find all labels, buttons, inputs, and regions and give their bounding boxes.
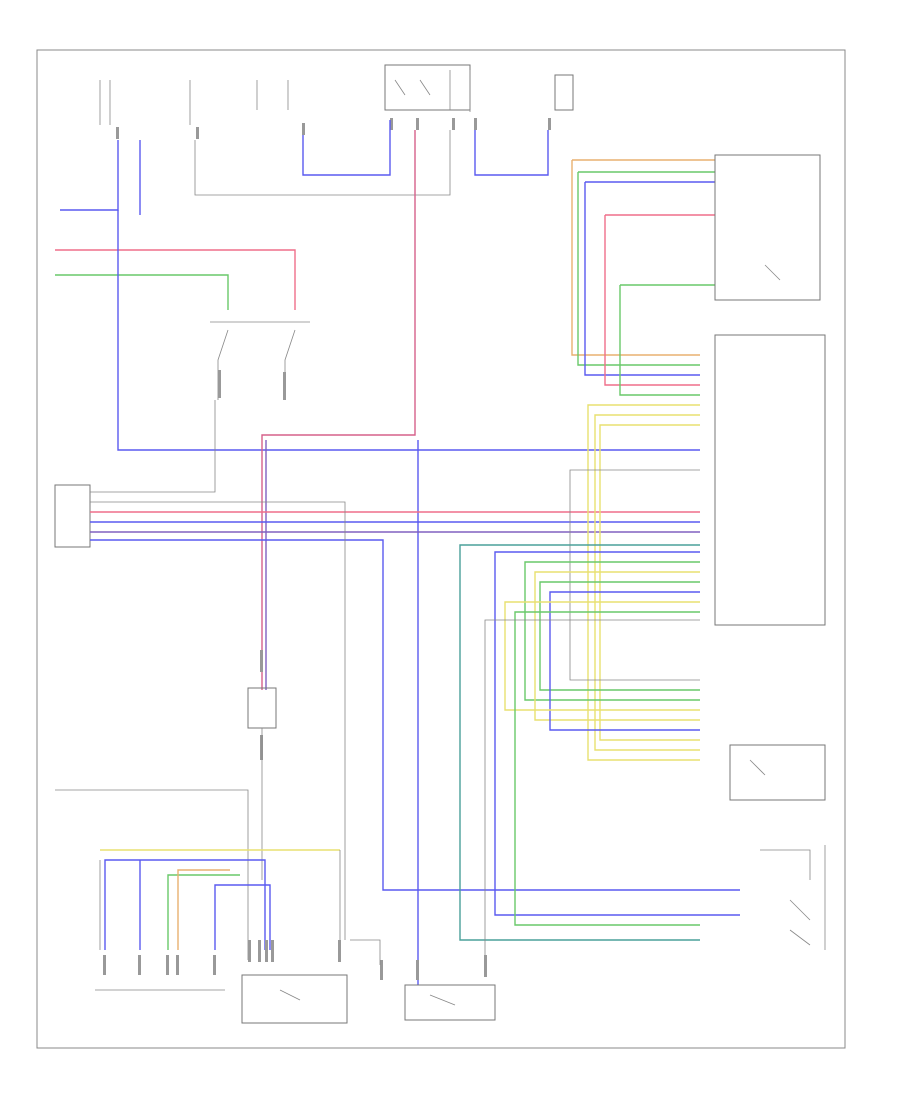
- top-right-connector: [554, 74, 574, 111]
- top-fuse-block: [99, 64, 574, 196]
- wires: [54, 120, 826, 1024]
- wire-green: [55, 274, 229, 310]
- blower-motor: [241, 974, 348, 1024]
- wire-blue-long: [117, 210, 700, 451]
- condenser-fan: [404, 984, 496, 1021]
- engine-control-module: [714, 334, 826, 626]
- wire-blue: [60, 140, 119, 211]
- rad-fan-control-module: [729, 744, 826, 801]
- relay-box-upper-right: [714, 154, 821, 301]
- switch-symbols: [279, 79, 781, 1006]
- wire-red: [55, 249, 296, 310]
- left-control-module: [54, 484, 91, 548]
- blower-motor-resistor: [247, 687, 277, 729]
- diagram-frame: [36, 49, 846, 1049]
- main-relay-box: [384, 64, 471, 111]
